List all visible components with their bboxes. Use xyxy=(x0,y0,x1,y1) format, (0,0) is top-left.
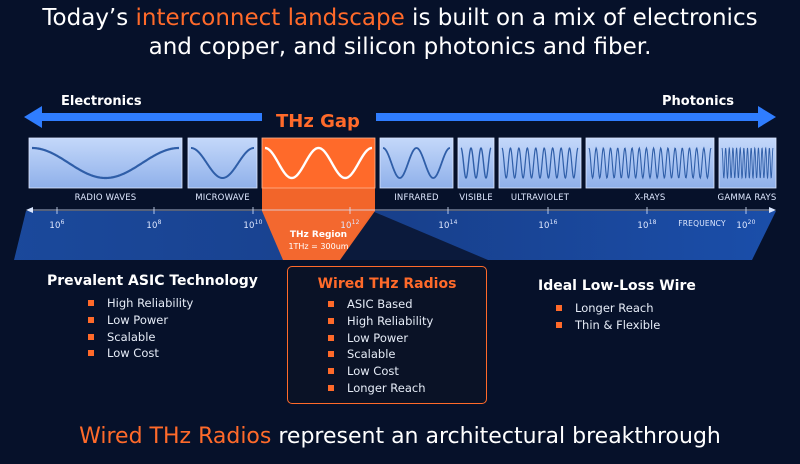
tick-exponent: 6 xyxy=(60,219,65,226)
ultraviolet-wave xyxy=(501,147,579,179)
x-rays-wave xyxy=(588,146,712,180)
tick-base: 10 xyxy=(49,220,61,231)
tick-base: 10 xyxy=(538,220,550,231)
frequency-axis-label: FREQUENCY xyxy=(678,219,726,228)
headline-text: is built on a mix of electronics xyxy=(404,5,758,31)
band-label-visible: VISIBLE xyxy=(459,193,493,203)
photonics-label: Photonics xyxy=(662,94,735,109)
tick-exponent: 18 xyxy=(648,219,657,226)
band-label-microwave: MICROWAVE xyxy=(195,193,250,203)
list-item: Longer Reach xyxy=(327,380,486,397)
thz-funnel xyxy=(262,188,375,260)
thz-gap-shadow xyxy=(340,211,488,260)
axis-arrow-right xyxy=(769,207,776,213)
tick-label: 106 xyxy=(42,219,72,231)
tick-label: 1014 xyxy=(433,219,463,231)
tick-exponent: 8 xyxy=(157,219,162,226)
tick-label: 1012 xyxy=(335,219,365,231)
visible-wave xyxy=(460,147,492,179)
footer-statement: Wired THz Radios represent an architectu… xyxy=(0,424,800,449)
right-section-list: Longer Reach Thin & Flexible xyxy=(555,300,778,334)
center-section-title: Wired THz Radios xyxy=(317,276,457,292)
infrared-wave xyxy=(382,147,451,179)
tick-label: 1018 xyxy=(632,219,662,231)
headline-line-2: and copper, and silicon photonics and fi… xyxy=(148,34,652,60)
axis-arrow-left xyxy=(26,207,33,213)
photonics-arrow xyxy=(376,106,776,128)
tick-exponent: 12 xyxy=(351,219,360,226)
headline-highlight: interconnect landscape xyxy=(135,5,405,31)
list-item: Thin & Flexible xyxy=(555,317,778,334)
list-item: Scalable xyxy=(87,329,277,346)
list-item: High Reliability xyxy=(87,295,277,312)
right-section: Ideal Low-Loss Wire Longer Reach Thin & … xyxy=(538,278,778,334)
thz-wave xyxy=(264,146,373,180)
tick-base: 10 xyxy=(736,220,748,231)
waves-group xyxy=(31,146,774,180)
wired-thz-box: Wired THz Radios ASIC Based High Reliabi… xyxy=(287,266,487,404)
list-item: Scalable xyxy=(327,346,486,363)
list-item: Longer Reach xyxy=(555,300,778,317)
list-item: Low Cost xyxy=(87,345,277,362)
tick-label: 108 xyxy=(139,219,169,231)
panel-ultraviolet xyxy=(498,137,582,189)
thz-region-label: THz Region 1THz = 300um xyxy=(262,230,375,252)
list-item: Low Cost xyxy=(327,363,486,380)
thz-region-title: THz Region xyxy=(289,230,348,240)
tick-base: 10 xyxy=(146,220,158,231)
axis-ticks xyxy=(56,207,747,214)
tick-exponent: 20 xyxy=(747,219,756,226)
headline: Today’s interconnect landscape is built … xyxy=(0,4,800,62)
center-section-list: ASIC Based High Reliability Low Power Sc… xyxy=(327,296,486,397)
band-label-infrared: INFRARED xyxy=(394,193,439,203)
tick-base: 10 xyxy=(243,220,255,231)
left-section-title: Prevalent ASIC Technology xyxy=(47,273,258,289)
panel-gamma-rays xyxy=(718,137,777,189)
electronics-label: Electronics xyxy=(61,94,142,109)
tick-base: 10 xyxy=(438,220,450,231)
list-item: Low Power xyxy=(87,312,277,329)
thz-gap-label: THz Gap xyxy=(276,111,360,132)
left-section-list: High Reliability Low Power Scalable Low … xyxy=(87,295,277,362)
electronics-arrow xyxy=(24,106,262,128)
list-item: High Reliability xyxy=(327,313,486,330)
band-label-gamma-rays: GAMMA RAYS xyxy=(717,193,777,203)
left-section: Prevalent ASIC Technology High Reliabili… xyxy=(47,273,277,362)
tick-base: 10 xyxy=(637,220,649,231)
panel-radio-waves xyxy=(28,137,183,189)
footer-text: represent an architectural breakthrough xyxy=(271,424,721,449)
tick-exponent: 10 xyxy=(254,219,263,226)
list-item: Low Power xyxy=(327,330,486,347)
band-label-radio-waves: RADIO WAVES xyxy=(74,193,137,203)
tick-exponent: 16 xyxy=(549,219,558,226)
microwave-wave xyxy=(190,147,255,180)
gamma-rays-wave xyxy=(721,146,774,180)
footer-highlight: Wired THz Radios xyxy=(79,424,272,449)
band-label-x-rays: X-RAYS xyxy=(634,193,666,203)
headline-line-1: Today’s interconnect landscape is built … xyxy=(0,4,800,33)
panel-microwave xyxy=(187,137,258,189)
radio-wave xyxy=(31,146,180,180)
tick-base: 10 xyxy=(340,220,352,231)
tick-exponent: 14 xyxy=(449,219,458,226)
list-item: ASIC Based xyxy=(327,296,486,313)
thz-region-subtitle: 1THz = 300um xyxy=(288,242,349,251)
headline-text: Today’s xyxy=(42,5,136,31)
right-section-title: Ideal Low-Loss Wire xyxy=(538,278,696,294)
band-label-ultraviolet: ULTRAVIOLET xyxy=(510,193,570,203)
panel-thz xyxy=(261,137,376,189)
tick-label: 1010 xyxy=(238,219,268,231)
tick-label: 1016 xyxy=(533,219,563,231)
tick-label: 1020 xyxy=(731,219,761,231)
